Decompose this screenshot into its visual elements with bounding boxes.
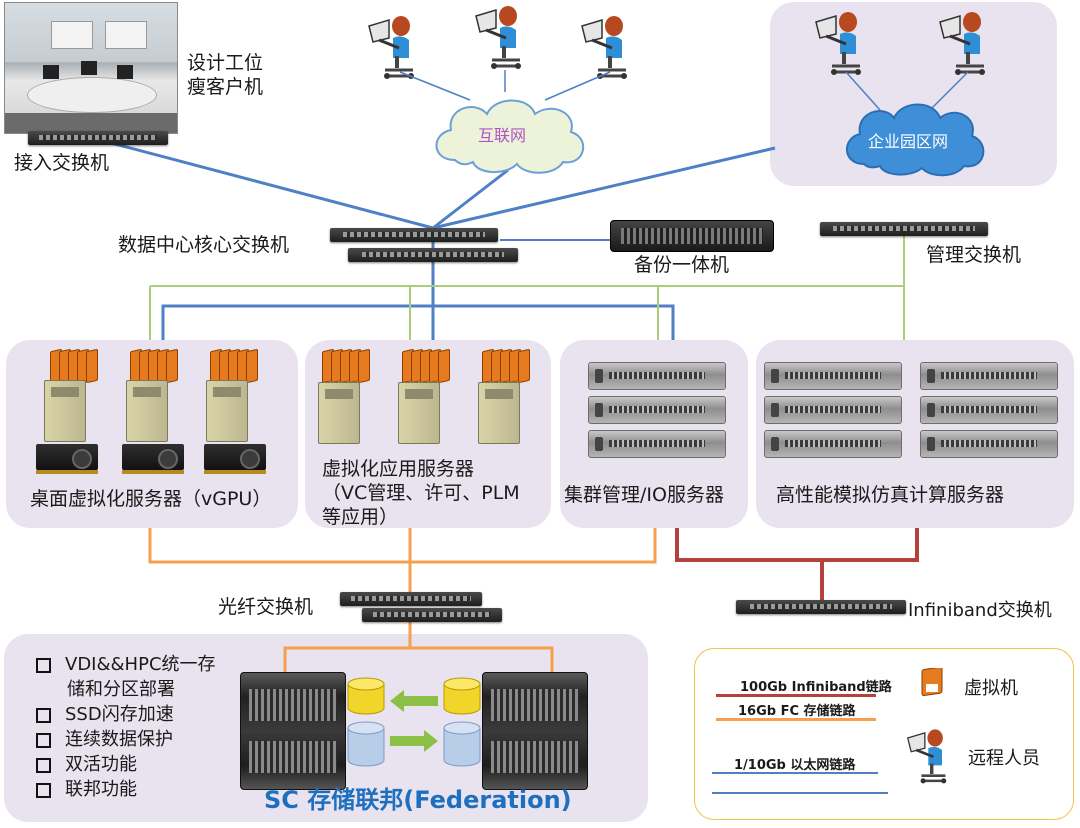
storage-feature-item: 连续数据保护 (36, 727, 216, 752)
remote-user-icon (904, 726, 956, 786)
core-switch-icon (330, 228, 498, 242)
vm-stack-icon (482, 348, 534, 384)
mgmt-switch-icon (820, 222, 988, 236)
ssd-cylinder-icon (443, 677, 481, 715)
legend-ib-label: 100Gb Infiniband链路 (740, 680, 892, 695)
ib-switch-icon (736, 600, 906, 614)
storage-feature-item: 联邦功能 (36, 777, 216, 802)
campus-label: 企业园区网 (868, 132, 949, 151)
checkbox-icon (36, 707, 51, 723)
internet-cloud-icon (435, 99, 585, 174)
rack-server-icon (764, 396, 902, 424)
vm-stack-icon (130, 348, 182, 384)
storage-feature-item: 双活功能 (36, 752, 216, 777)
workstation-photo (4, 2, 178, 134)
storage-array-icon (240, 672, 346, 790)
gpu-card-icon (36, 444, 98, 474)
rack-server-icon (920, 430, 1058, 458)
storage-feature-list: VDI&&HPC统一存 储和分区部署 SSD闪存加速 连续数据保护 双活功能 联… (36, 652, 216, 802)
storage-feature-item: SSD闪存加速 (36, 702, 216, 727)
storage-title: SC 存储联邦(Federation) (264, 786, 572, 814)
ib-switch-label: Infiniband交换机 (908, 600, 1052, 621)
checkbox-icon (36, 782, 51, 798)
gpu-card-icon (204, 444, 266, 474)
hdd-cylinder-icon (443, 721, 481, 767)
legend-fc-label: 16Gb FC 存储链路 (738, 704, 856, 719)
storage-array-icon (482, 672, 588, 790)
user-links (399, 70, 969, 111)
tower-server-icon (478, 382, 520, 444)
storage-feature-item: VDI&&HPC统一存 (36, 652, 216, 677)
access-switch-label: 接入交换机 (14, 152, 110, 174)
rack-server-icon (588, 396, 726, 424)
internet-label: 互联网 (478, 126, 527, 145)
core-switch-label: 数据中心核心交换机 (118, 234, 290, 256)
vm-stack-icon (50, 348, 102, 384)
tower-server-icon (44, 380, 86, 442)
legend-fc-line (716, 718, 876, 721)
arrow-left-icon (390, 690, 438, 712)
legend-eth-line (712, 792, 888, 794)
checkbox-icon (36, 757, 51, 773)
legend-box (694, 648, 1074, 820)
hdd-cylinder-icon (347, 721, 385, 767)
legend-eth-label: 1/10Gb 以太网链路 (734, 758, 856, 773)
rack-server-icon (588, 362, 726, 390)
vdi-label: 桌面虚拟化服务器（vGPU） (30, 488, 272, 510)
tower-server-icon (318, 382, 360, 444)
rack-server-icon (588, 430, 726, 458)
checkbox-icon (36, 732, 51, 748)
tower-server-icon (206, 380, 248, 442)
vm-app-icon (921, 668, 943, 696)
legend-vm-label: 虚拟机 (964, 678, 1018, 699)
backup-appliance-icon (610, 220, 774, 252)
cluster-label: 集群管理/IO服务器 (564, 484, 724, 506)
mgmt-switch-label: 管理交换机 (926, 244, 1022, 266)
tower-server-icon (126, 380, 168, 442)
vm-stack-icon (322, 348, 374, 384)
access-switch-icon (28, 131, 168, 145)
rack-server-icon (764, 362, 902, 390)
rack-server-icon (920, 396, 1058, 424)
rack-server-icon (920, 362, 1058, 390)
legend-remote-label: 远程人员 (968, 748, 1040, 769)
campus-cloud-icon (846, 103, 985, 177)
arrow-right-icon (390, 730, 438, 752)
vm-stack-icon (210, 348, 262, 384)
workstation-label: 设计工位 瘦客户机 (187, 52, 264, 98)
core-switch-icon (348, 248, 518, 262)
storage-feature-item: 储和分区部署 (67, 679, 175, 700)
legend-eth-line (712, 772, 878, 774)
tower-server-icon (398, 382, 440, 444)
checkbox-icon (36, 657, 51, 673)
fc-switch-icon (362, 608, 502, 622)
fc-switch-label: 光纤交换机 (218, 596, 314, 618)
legend-ib-line (716, 694, 876, 697)
ssd-cylinder-icon (347, 677, 385, 715)
virt-label: 虚拟化应用服务器 （VC管理、许可、PLM 等应用） (322, 458, 520, 528)
vm-stack-icon (402, 348, 454, 384)
fc-switch-icon (340, 592, 482, 606)
hpc-label: 高性能模拟仿真计算服务器 (776, 484, 1005, 506)
backup-label: 备份一体机 (634, 254, 730, 276)
rack-server-icon (764, 430, 902, 458)
gpu-card-icon (122, 444, 184, 474)
